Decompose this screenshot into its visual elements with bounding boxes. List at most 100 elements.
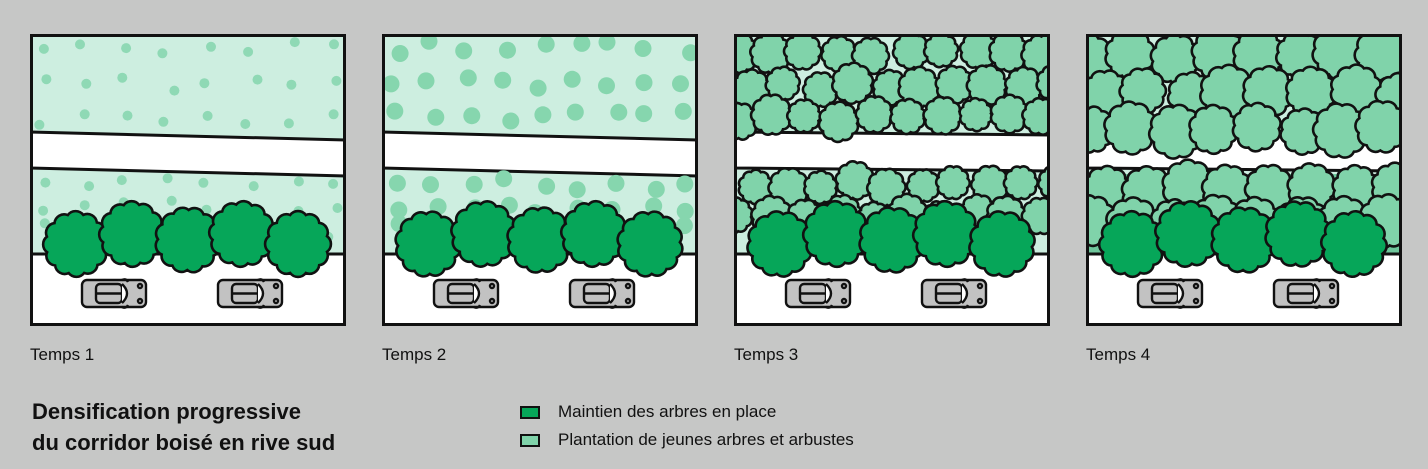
young-tree-sapling [647, 180, 665, 198]
young-tree [958, 96, 994, 133]
young-tree-sapling [81, 78, 92, 89]
young-tree-sapling [573, 34, 591, 52]
young-tree-sapling [463, 107, 481, 125]
car-icon [784, 278, 852, 309]
young-tree-sapling [79, 109, 90, 120]
legend-item-maintien: Maintien des arbres en place [520, 398, 854, 426]
young-tree-sapling [79, 200, 90, 211]
panel-temps-2 [382, 34, 698, 326]
young-tree-sapling [422, 176, 439, 194]
young-tree-sapling [672, 75, 689, 93]
young-tree-sapling [243, 46, 254, 57]
young-tree-sapling [38, 205, 49, 216]
label-temps-3: Temps 3 [734, 345, 799, 364]
young-tree [785, 98, 823, 134]
young-tree-sapling [198, 177, 209, 188]
young-tree-sapling [328, 178, 339, 189]
young-tree-sapling [529, 79, 547, 97]
mature-tree [263, 209, 333, 279]
car-icon [568, 278, 636, 309]
young-tree-sapling [289, 37, 300, 48]
label-temps-2: Temps 2 [382, 345, 447, 364]
young-tree-sapling [674, 102, 692, 120]
panel-temps-1 [30, 34, 346, 326]
young-tree [1188, 103, 1239, 156]
mature-tree [394, 210, 462, 278]
mature-tree [1210, 206, 1278, 274]
young-tree-sapling [676, 175, 694, 193]
young-tree [1103, 100, 1159, 156]
young-tree-sapling [534, 106, 552, 124]
multi-use-path [734, 130, 1050, 173]
young-tree-sapling [329, 39, 339, 50]
young-tree-sapling [502, 112, 520, 130]
young-tree-sapling [391, 45, 409, 62]
young-tree-sapling [537, 35, 555, 53]
young-tree [749, 93, 794, 136]
young-tree-sapling [166, 195, 177, 206]
illustration-temps-2 [382, 34, 698, 326]
young-tree [1279, 107, 1328, 156]
panel-frame [382, 34, 698, 326]
young-tree-sapling [328, 109, 339, 120]
young-tree-sapling [494, 71, 512, 89]
young-tree [1231, 101, 1282, 153]
young-tree-sapling [293, 176, 304, 187]
label-temps-1: Temps 1 [30, 345, 95, 364]
young-tree [922, 34, 960, 69]
title-line-1: Densification progressive [32, 399, 301, 424]
young-tree-sapling [199, 78, 210, 89]
young-tree-sapling [388, 174, 406, 192]
young-tree-sapling [465, 175, 483, 193]
young-tree [1035, 65, 1050, 102]
young-tree-sapling [455, 42, 473, 60]
young-tree-sapling [157, 48, 168, 59]
legend-label: Plantation de jeunes arbres et arbustes [558, 430, 854, 449]
young-tree [1354, 99, 1402, 154]
young-tree-sapling [75, 39, 85, 50]
young-tree-sapling [84, 181, 95, 192]
young-tree-sapling [41, 74, 52, 85]
young-tree-sapling [169, 85, 180, 96]
young-tree-sapling [610, 103, 628, 121]
car-icon [216, 278, 284, 309]
car-icon [80, 278, 148, 309]
diagram-title: Densification progressive du corridor bo… [32, 396, 335, 458]
mature-tree [1097, 209, 1167, 279]
illustration-temps-3 [734, 34, 1050, 326]
young-tree-sapling [568, 181, 586, 199]
legend-swatch-young [520, 433, 540, 447]
young-tree-sapling [248, 181, 259, 192]
mature-tree [1154, 200, 1222, 268]
young-tree [889, 97, 927, 136]
young-tree-sapling [382, 75, 400, 93]
panel-frame [30, 34, 346, 326]
mature-tree [746, 210, 814, 278]
young-tree-sapling [158, 116, 169, 127]
young-tree-sapling [598, 77, 615, 95]
young-tree [1002, 165, 1039, 201]
panel-frame [1086, 34, 1402, 326]
young-tree [934, 164, 972, 201]
young-tree-sapling [427, 108, 445, 126]
young-tree-sapling [635, 74, 653, 92]
mature-tree [968, 210, 1036, 278]
young-tree-sapling [598, 34, 616, 51]
young-tree [782, 34, 823, 71]
panel-temps-3 [734, 34, 1050, 326]
young-tree-sapling [162, 173, 173, 184]
young-tree-sapling [676, 202, 694, 220]
young-tree-sapling [121, 43, 132, 54]
young-tree [830, 61, 875, 106]
illustration-temps-1 [30, 34, 346, 326]
mature-tree [1264, 200, 1332, 268]
young-tree [817, 100, 860, 144]
title-line-2: du corridor boisé en rive sud [32, 430, 336, 455]
young-tree-sapling [635, 105, 653, 123]
car-icon [920, 278, 988, 309]
panel-frame [734, 34, 1050, 326]
young-tree-sapling [117, 72, 128, 83]
young-tree-sapling [122, 110, 133, 121]
young-tree-sapling [332, 203, 343, 213]
mature-tree [1319, 209, 1389, 279]
